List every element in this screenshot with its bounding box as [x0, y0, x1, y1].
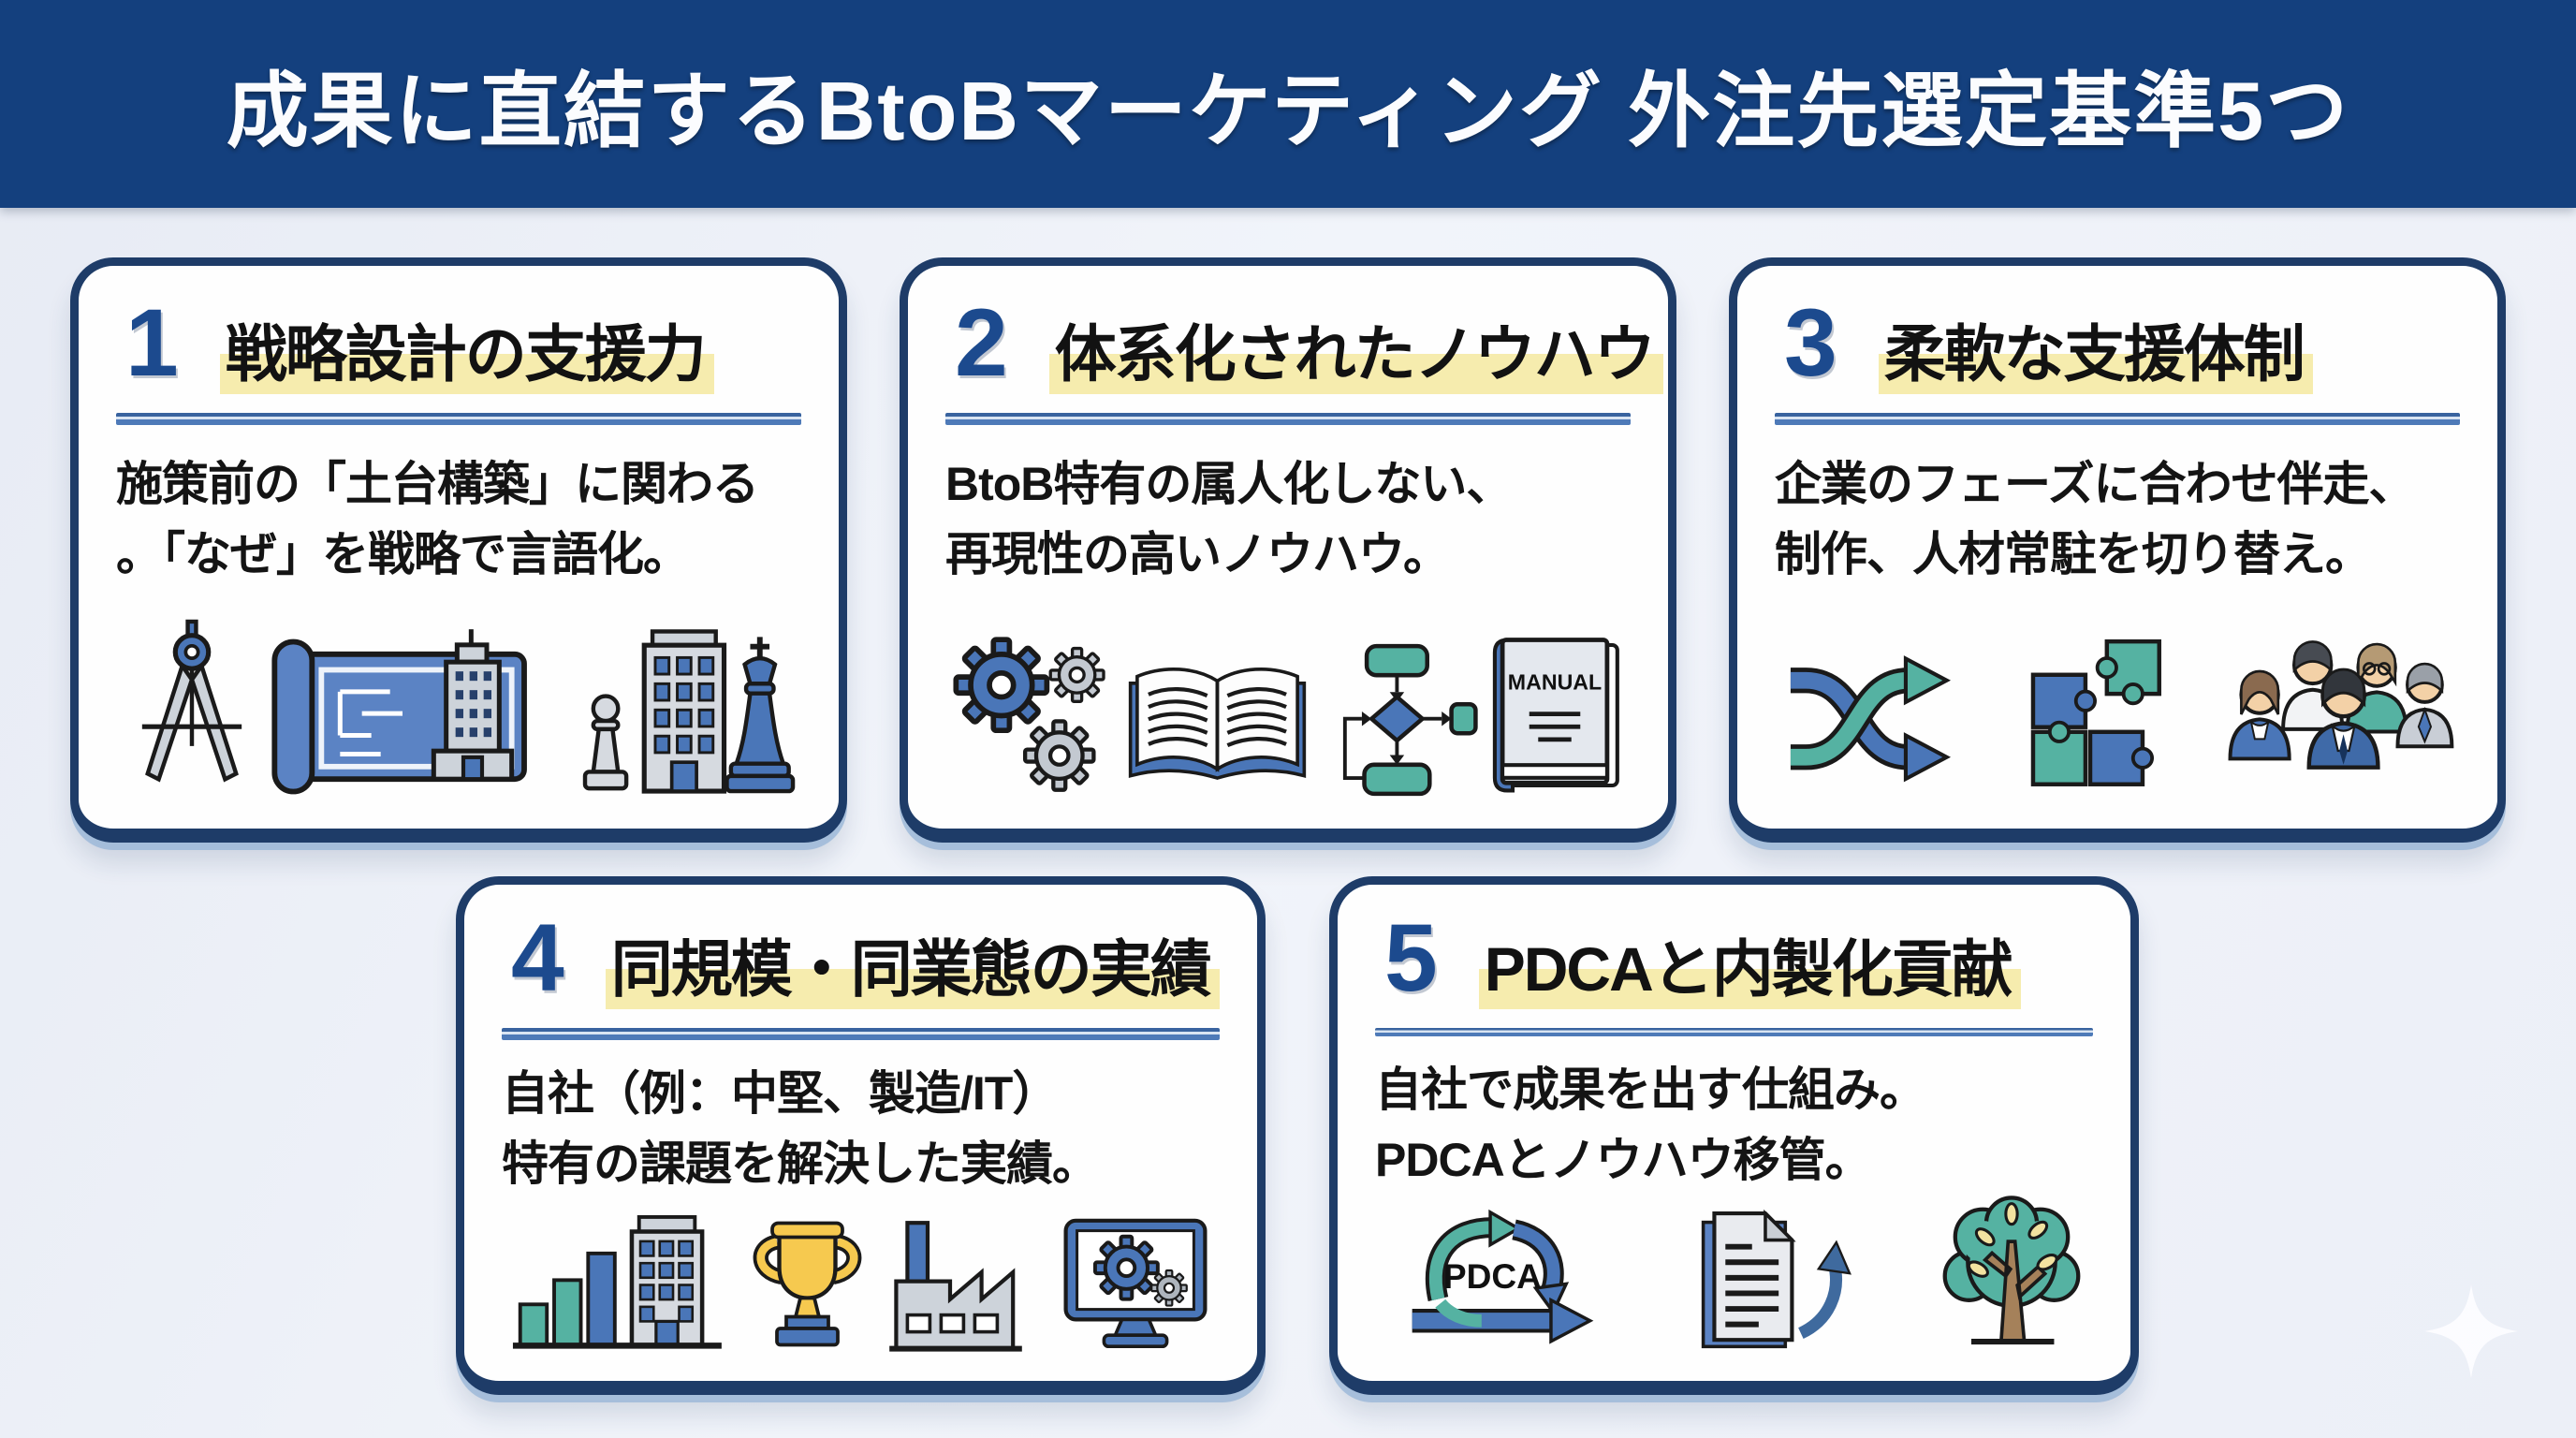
- monitor-gears-icon: [1063, 1218, 1208, 1348]
- page-title: 成果に直結するBtoBマーケティング 外注先選定基準5つ: [226, 64, 2350, 157]
- growth-tree-icon: [1942, 1196, 2081, 1345]
- pdca-cycle-icon: PDCA: [1412, 1209, 1594, 1344]
- card-4-divider: [502, 1028, 1220, 1040]
- card-1-number: 1: [125, 289, 179, 396]
- card-2-title: 体系化されたノウハウ: [1048, 304, 1663, 394]
- growth-bars-building-icon: [512, 1215, 722, 1349]
- card-1-title: 戦略設計の支援力: [219, 304, 714, 394]
- card-4-title: 同規模・同業態の実績: [605, 919, 1220, 1009]
- open-book-icon: [1129, 668, 1307, 780]
- card-5-title: PDCAと内製化貢献: [1478, 919, 2021, 1009]
- team-icon: [2228, 640, 2454, 770]
- document-transfer-icon: [1701, 1209, 1852, 1349]
- blueprint-icon: [271, 629, 527, 795]
- card-2-divider: [945, 413, 1631, 425]
- sparkle-icon: [2424, 1284, 2518, 1378]
- card-1-body: 施策前の「土台構築」に関わる 。「なぜ」を戦略で言語化。: [116, 458, 759, 580]
- card-3-flexible-support: 3 柔軟な支援体制 企業のフェーズに合わせ伴走、 制作、人材常駐を切り替え。: [1729, 257, 2506, 843]
- card-5-pdca-insourcing: 5 PDCAと内製化貢献 自社で成果を出す仕組み。 PDCAとノウハウ移管。 P…: [1329, 876, 2139, 1395]
- svg-text:PDCA: PDCA: [1443, 1256, 1542, 1296]
- card-4-body: 自社（例：中堅、製造/IT） 特有の課題を解決した実績。: [502, 1067, 1099, 1190]
- card-4-number: 4: [511, 904, 564, 1011]
- card-3-title: 柔軟な支援体制: [1878, 304, 2313, 394]
- card-3-divider: [1775, 413, 2460, 425]
- card-5-number: 5: [1384, 904, 1438, 1011]
- gears-icon: [951, 632, 1105, 799]
- drafting-compass-icon: [141, 619, 242, 783]
- card-1-divider: [116, 413, 801, 425]
- svg-text:MANUAL: MANUAL: [1508, 670, 1602, 695]
- manual-book-icon: MANUAL: [1492, 638, 1619, 793]
- header-banner: 成果に直結するBtoBマーケティング 外注先選定基準5つ: [0, 0, 2576, 208]
- flowchart-icon: [1342, 643, 1478, 797]
- card-2-number: 2: [955, 289, 1008, 396]
- card-5-divider: [1375, 1028, 2093, 1036]
- card-5-body: 自社で成果を出す仕組み。 PDCAとノウハウ移管。: [1375, 1064, 1926, 1186]
- card-4-track-record: 4 同規模・同業態の実績 自社（例：中堅、製造/IT） 特有の課題を解決した実績…: [456, 876, 1266, 1395]
- card-2-systematized-knowhow: 2 体系化されたノウハウ BtoB特有の属人化しない、 再現性の高いノウハウ。: [900, 257, 1676, 843]
- trophy-icon: [753, 1221, 862, 1347]
- card-3-body: 企業のフェーズに合わせ伴走、 制作、人材常駐を切り替え。: [1775, 458, 2416, 580]
- card-1-strategy-support: 1 戦略設計の支援力 施策前の「土台構築」に関わる 。「なぜ」を戦略で言語化。: [70, 257, 847, 843]
- card-2-body: BtoB特有の属人化しない、 再現性の高いノウハウ。: [945, 458, 1513, 580]
- puzzle-pieces-icon: [2030, 638, 2161, 786]
- building-chess-icon: [582, 629, 796, 794]
- card-3-number: 3: [1784, 289, 1837, 396]
- shuffle-arrows-icon: [1790, 655, 1952, 783]
- factory-icon: [889, 1221, 1022, 1352]
